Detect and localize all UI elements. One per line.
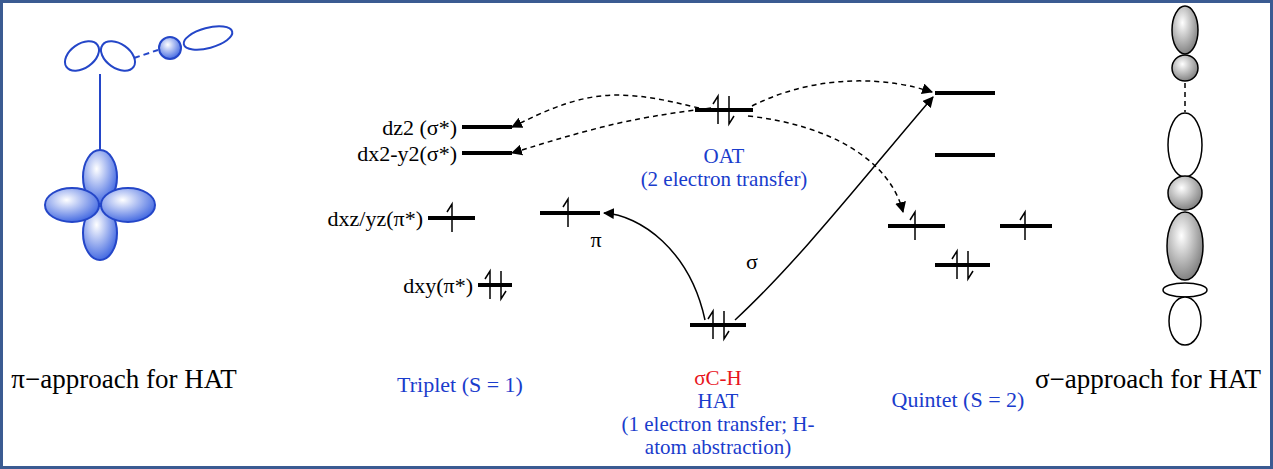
annotation-label: σ bbox=[746, 250, 758, 274]
orbital-level: dz2 (σ*) bbox=[382, 116, 512, 139]
pi-arrow bbox=[604, 213, 705, 320]
orbital-lobe bbox=[181, 22, 234, 54]
electrons bbox=[447, 96, 1025, 339]
orbital-sphere bbox=[1168, 176, 1202, 210]
level-bar bbox=[478, 283, 512, 287]
orbital-sphere bbox=[1172, 55, 1198, 81]
orbital-label: dz2 (σ*) bbox=[382, 116, 457, 139]
approach-line bbox=[134, 50, 158, 58]
level-bar bbox=[935, 263, 990, 267]
pi-approach-orbitals bbox=[45, 22, 235, 260]
orbital-sphere bbox=[159, 37, 181, 59]
level-bar bbox=[1000, 224, 1052, 228]
orbital-level: dx2-y2(σ*) bbox=[357, 142, 512, 165]
orbital-label: dxz/yz(π*) bbox=[328, 207, 423, 230]
annotation-label: Triplet (S = 1) bbox=[397, 373, 523, 397]
level-bar bbox=[540, 211, 600, 215]
electron-arrow bbox=[968, 251, 973, 279]
level-bar bbox=[935, 91, 995, 95]
level-bar bbox=[695, 108, 753, 112]
oat-arrow bbox=[752, 81, 932, 106]
orbital-label: dxy(π*) bbox=[403, 274, 473, 297]
d-orbital-lobe bbox=[101, 188, 155, 222]
sigma-approach-orbitals bbox=[1163, 6, 1207, 345]
annotation-label: π bbox=[590, 228, 601, 252]
sigma-arrow bbox=[735, 97, 933, 320]
electron-arrow bbox=[1020, 212, 1025, 240]
donor-orbital: OAT(2 electron transfer) bbox=[641, 108, 808, 191]
orbital-lobe bbox=[96, 35, 141, 76]
electron-arrow bbox=[910, 212, 915, 240]
orbital-lobe bbox=[1168, 113, 1202, 177]
donor-orbital: σC-HHAT(1 electron transfer; H-atom abst… bbox=[618, 323, 818, 459]
orbital-label: dx2-y2(σ*) bbox=[357, 142, 457, 165]
approach-line bbox=[1184, 83, 1186, 112]
electron-arrow bbox=[563, 199, 568, 227]
orbital-lobe bbox=[1169, 297, 1201, 345]
orbital-torus bbox=[1163, 283, 1207, 297]
level-bar bbox=[690, 323, 746, 327]
d-orbital-lobe bbox=[45, 188, 99, 222]
oat-connector bbox=[512, 108, 711, 153]
oat-connector bbox=[512, 95, 699, 127]
level-bar bbox=[428, 216, 475, 220]
oat-arrow bbox=[748, 116, 903, 212]
annotation-label: σ−approach for HAT bbox=[1035, 365, 1261, 395]
annotation-label: Quintet (S = 2) bbox=[892, 388, 1025, 412]
level-bar bbox=[462, 125, 512, 129]
orbital-level: dxy(π*) bbox=[403, 274, 512, 297]
transfer-label: OAT bbox=[704, 145, 745, 168]
transfer-label: HAT bbox=[698, 390, 739, 413]
orbital-lobe bbox=[1167, 212, 1203, 280]
transfer-label: σC-H bbox=[694, 367, 742, 390]
transfer-label: (1 electron transfer; H-atom abstraction… bbox=[618, 413, 818, 459]
orbital-stem bbox=[99, 74, 101, 152]
annotation-label: π−approach for HAT bbox=[11, 365, 236, 395]
level-bar bbox=[888, 224, 945, 228]
electron-arrow bbox=[952, 251, 957, 279]
orbital-level: dxz/yz(π*) bbox=[328, 207, 475, 230]
orbital-lobe bbox=[60, 35, 105, 76]
level-bar bbox=[935, 153, 995, 157]
orbital-lobe bbox=[1172, 6, 1198, 54]
energy-levels bbox=[540, 93, 1052, 265]
transfer-label: (2 electron transfer) bbox=[641, 168, 808, 191]
level-bar bbox=[462, 151, 512, 155]
